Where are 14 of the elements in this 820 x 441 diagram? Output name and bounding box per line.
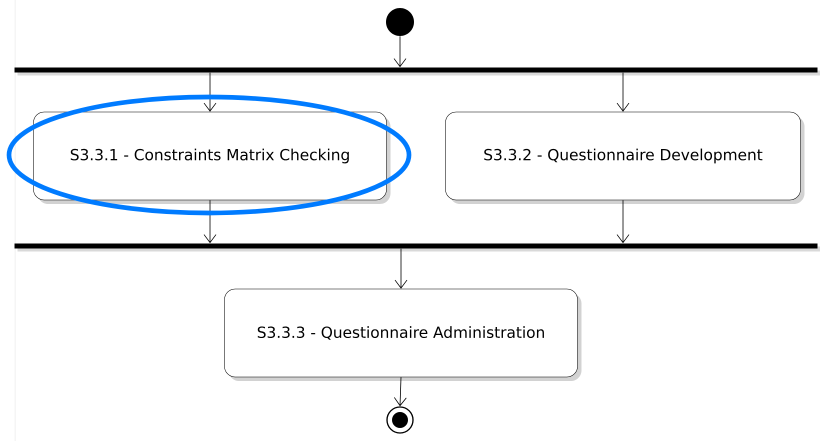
arrow (204, 72, 216, 112)
sync-bar (14, 68, 820, 76)
arrow (394, 376, 407, 406)
sync-bar (14, 244, 820, 252)
activity-box: S3.3.2 - Questionnaire Development (445, 112, 804, 204)
activity-box: S3.3.3 - Questionnaire Administration (224, 288, 582, 381)
end-node (386, 406, 414, 434)
activity-box: S3.3.1 - Constraints Matrix Checking (33, 112, 391, 204)
arrow (616, 200, 630, 244)
start-node (386, 8, 414, 36)
arrow (616, 72, 630, 112)
arrow (394, 248, 408, 289)
arrow (394, 36, 406, 68)
arrow (204, 200, 216, 244)
